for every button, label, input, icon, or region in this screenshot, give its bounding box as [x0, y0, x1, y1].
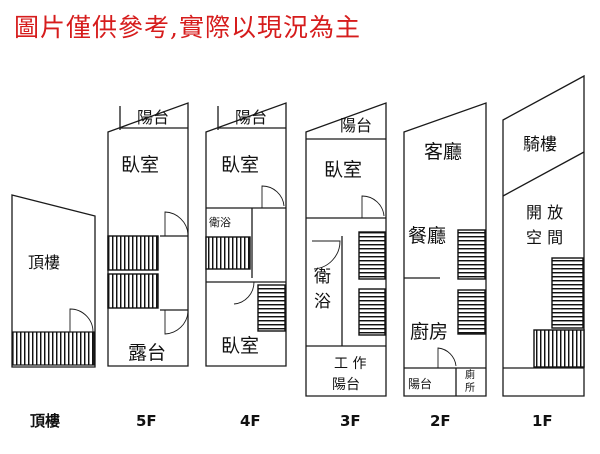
room-label: 衛 [314, 267, 331, 287]
floor-1f: 騎樓 開 放 空 間 1F [502, 74, 585, 430]
floor-label: 頂樓 [30, 412, 60, 430]
4f-door-icon [261, 185, 285, 208]
floor-2f: 客廳 餐廳 廚房 陽台 廁 所 2F [403, 102, 487, 430]
room-label: 陽台 [340, 116, 372, 135]
5f-stairs-upper [107, 235, 159, 271]
room-label: 臥室 [324, 159, 362, 181]
room-label: 臥室 [221, 154, 259, 176]
room-label: 客廳 [424, 141, 462, 163]
floor-3f: 陽台 臥室 衛 浴 工 作 陽台 3F [305, 102, 387, 430]
disclaimer-text: 圖片僅供參考,實際以現況為主 [14, 13, 361, 42]
room-label: 騎樓 [523, 135, 557, 155]
floor-roof: 頂樓 頂樓 [11, 194, 96, 430]
3f-stairs-upper [358, 231, 386, 280]
roof-outline [11, 194, 96, 368]
room-label: 陽台 [408, 376, 432, 391]
room-label: 陽台 [332, 377, 360, 393]
1f-stairs-upper [551, 257, 584, 329]
room-label: 衛浴 [209, 216, 231, 229]
roof-stairs [12, 331, 95, 366]
4f-stairs-upper [205, 236, 251, 270]
floor-label: 1F [532, 412, 553, 430]
1f-stairs-lower [533, 329, 585, 368]
2f-stairs-upper [457, 229, 486, 280]
room-label: 開 放 [526, 203, 563, 222]
room-label: 露台 [128, 342, 166, 364]
roof-door-icon [69, 308, 94, 333]
floor-label: 2F [430, 412, 451, 430]
3f-door-icon [312, 240, 341, 270]
5f-door-icon [164, 211, 189, 236]
room-label: 臥室 [221, 335, 259, 357]
3f-stairs-lower [358, 288, 386, 336]
1f-outline [502, 74, 585, 397]
room-label: 餐廳 [408, 225, 446, 247]
4f-stairs-lower [257, 284, 286, 332]
floor-5f: 陽台 臥室 露台 5F [107, 102, 189, 430]
4f-door-icon [232, 281, 255, 305]
2f-outline [403, 102, 487, 397]
floor-label: 5F [136, 412, 157, 430]
4f-outline [205, 102, 287, 367]
room-label: 浴 [314, 292, 331, 312]
floor-label: 3F [340, 412, 361, 430]
room-label: 工 作 [334, 356, 366, 372]
3f-door-icon [361, 195, 385, 218]
floor-label: 4F [240, 412, 261, 430]
room-label: 所 [465, 382, 475, 394]
2f-stairs-lower [457, 289, 486, 335]
3f-outline [305, 102, 387, 397]
room-label: 陽台 [137, 108, 169, 127]
room-label: 頂樓 [28, 253, 60, 272]
room-label: 陽台 [235, 108, 267, 127]
5f-stairs-lower [107, 273, 159, 309]
room-label: 臥室 [121, 154, 159, 176]
room-label: 空 間 [526, 228, 563, 247]
floor-4f: 陽台 臥室 衛浴 臥室 4F [205, 102, 287, 430]
room-label: 廁 [465, 368, 475, 381]
5f-door-icon [164, 310, 189, 335]
5f-outline [107, 102, 189, 367]
2f-door-icon [437, 347, 457, 368]
1f-arcade-line [502, 151, 585, 197]
room-label: 廚房 [410, 320, 448, 343]
